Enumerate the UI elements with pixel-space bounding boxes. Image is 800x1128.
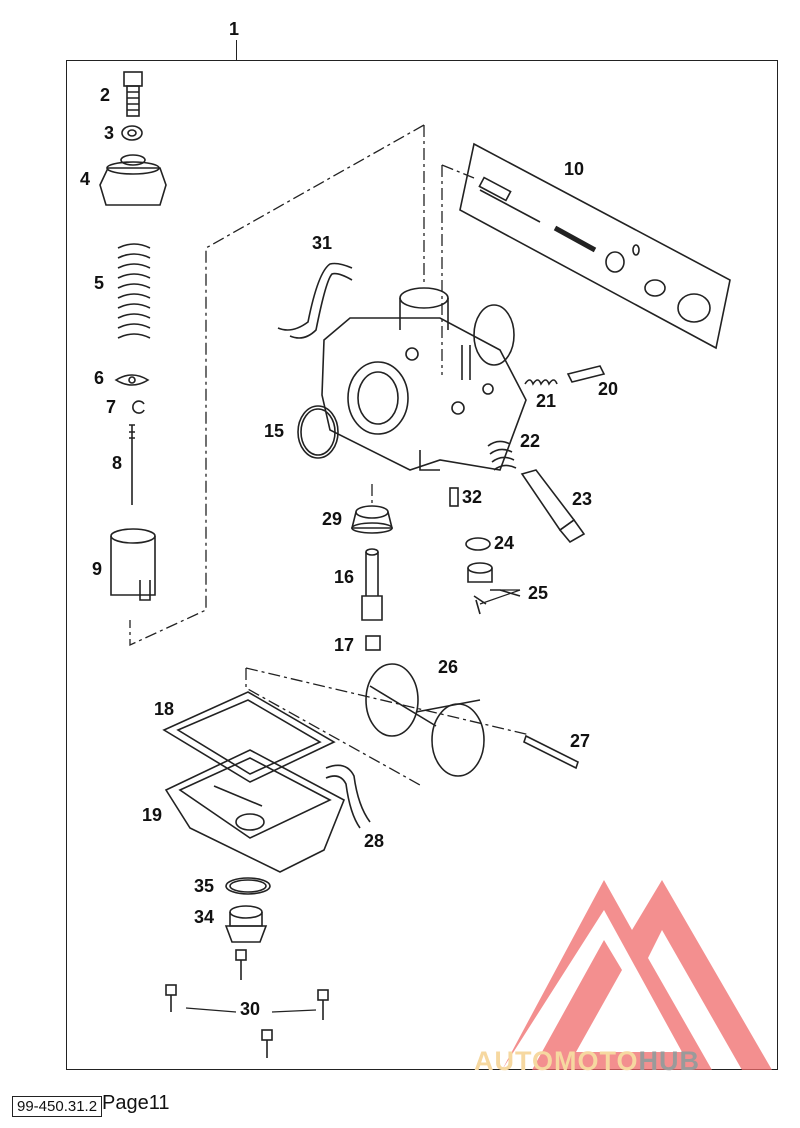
callout-29: 29 [322,509,343,529]
part-6-clip [114,374,150,386]
part-5-spring [117,243,151,339]
callout-31: 31 [312,233,333,253]
watermark-brand: AUTOMOTOHUB [474,1046,700,1077]
part-35-o-ring [225,877,271,895]
callout-23: 23 [572,489,593,509]
carburetor-body [321,287,527,471]
part-23-mixture-screw [520,469,586,544]
part-18-gasket [162,691,336,783]
part-28-hose [325,764,371,829]
leader-lines [185,589,521,1013]
callout-6: 6 [94,368,105,388]
callout-34: 34 [194,907,215,927]
callout-4: 4 [80,169,91,189]
callout-15: 15 [264,421,285,441]
callout-26: 26 [438,657,459,677]
callout-5: 5 [94,273,105,293]
callout-7: 7 [106,397,117,417]
watermark-brand-part2: HUB [638,1046,701,1076]
callout-18: 18 [154,699,175,719]
diagram-frame [66,60,778,1070]
callout-10: 10 [564,159,585,179]
callout-25: 25 [528,583,549,603]
part-8-jet-needle [129,424,135,505]
part-26-float [365,663,485,777]
callout-28: 28 [364,831,385,851]
watermark-brand-part1: AUTOMOTO [474,1046,639,1076]
callout-24: 24 [494,533,515,553]
callout-32: 32 [462,487,483,507]
part-9-throttle-slide [110,528,156,601]
part-22-spring [487,440,517,471]
part-29-emulsion-tube-top [350,505,394,534]
part-31-hose [277,262,353,339]
part-32-jet [449,487,459,507]
part-27-float-pin [523,734,579,770]
callout-19: 19 [142,805,163,825]
part-20-screw [566,365,606,383]
part-24-washer [465,537,491,551]
part-19-float-bowl [164,749,346,873]
part-15-o-ring [297,405,339,459]
part-21-spring [524,379,558,386]
part-25-float-valve [467,562,521,615]
document-code: 99-450.31.2 [12,1096,103,1117]
callout-21: 21 [536,391,557,411]
callout-17: 17 [334,635,355,655]
page-number: Page11 [102,1092,170,1114]
assembly-dashed-lines [129,124,531,786]
part-7-e-clip [132,400,145,414]
part-30-screws [165,949,329,1058]
part-4-mixing-cap [99,154,167,206]
callout-27: 27 [570,731,591,751]
callout-9: 9 [92,559,103,579]
callout-3: 3 [104,123,115,143]
callout-16: 16 [334,567,355,587]
callout-30: 30 [240,999,261,1019]
part-17-main-jet [365,635,381,651]
part-3-nut [121,125,143,141]
callout-22: 22 [520,431,541,451]
callout-8: 8 [112,453,123,473]
part-34-drain-plug [224,905,268,943]
callout-2: 2 [100,85,111,105]
part-10-box [459,142,731,350]
callout-35: 35 [194,876,215,896]
callout-20: 20 [598,379,619,399]
part-16-needle-jet [361,548,383,621]
automotohub-logo-icon [502,880,772,1070]
assembly-leader-line [236,40,237,60]
part-2-cap-screw [123,71,143,117]
callout-assembly: 1 [229,19,240,39]
